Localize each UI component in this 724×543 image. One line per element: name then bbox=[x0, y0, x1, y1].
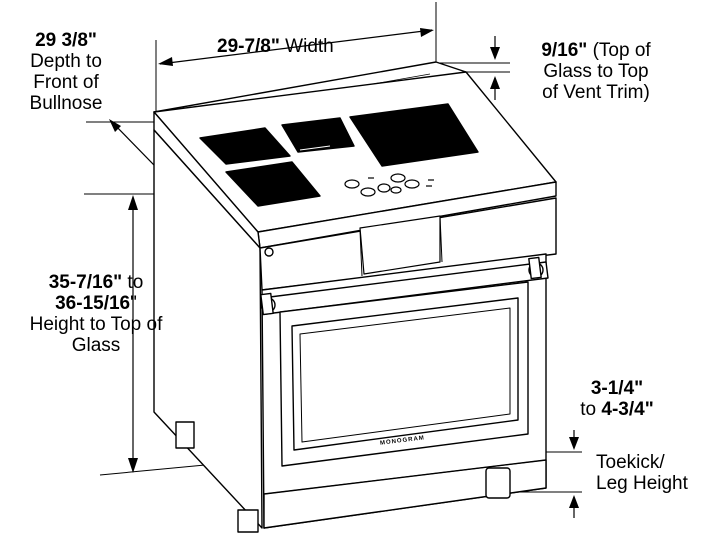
cooking-zone-left-front bbox=[225, 161, 321, 207]
vent-line1: (Top of bbox=[587, 40, 651, 61]
cooking-zone-left-rear bbox=[199, 127, 291, 165]
oven-window bbox=[291, 297, 519, 451]
height-quote: " bbox=[130, 293, 137, 314]
cooktop-controls bbox=[344, 173, 434, 197]
depth-value: 29 3/8" bbox=[35, 30, 97, 51]
cooking-zone-right bbox=[349, 103, 479, 167]
control-display bbox=[359, 215, 441, 275]
depth-line1: Depth to bbox=[30, 51, 102, 72]
cooking-zone-center bbox=[281, 117, 355, 153]
vent-line2: Glass to Top bbox=[543, 61, 649, 82]
width-dimension-line bbox=[159, 29, 433, 65]
range-appliance bbox=[153, 61, 557, 533]
oven-handle bbox=[260, 256, 549, 316]
vent-line3: of Vent Trim) bbox=[542, 82, 650, 103]
height-to: to bbox=[122, 272, 144, 293]
width-value: 29-7/8" bbox=[217, 36, 280, 57]
indicator-knob bbox=[264, 247, 274, 257]
panel-dividers bbox=[359, 215, 443, 277]
depth-line3: Bullnose bbox=[29, 93, 103, 114]
vent-annotation: 9/16" (Top of Glass to Top of Vent Trim) bbox=[514, 40, 678, 103]
toekick-line1: Toekick/ bbox=[596, 452, 665, 473]
toekick-to: to bbox=[580, 399, 602, 420]
height-value-min: 35-7/16" bbox=[48, 272, 123, 293]
vent-value: 9/16" bbox=[541, 40, 588, 61]
legs bbox=[175, 421, 511, 533]
toekick-value-min: 3-1/4" bbox=[590, 378, 644, 399]
toekick-annotation: Toekick/ Leg Height bbox=[596, 452, 688, 494]
height-annotation: 35-7/16" to 36-15/16" Height to Top of G… bbox=[6, 272, 186, 356]
width-label: Width bbox=[279, 36, 334, 57]
width-annotation: 29-7/8" Width bbox=[217, 36, 334, 57]
toekick-value-max: 4-3/4" bbox=[601, 399, 654, 420]
depth-annotation: 29 3/8" Depth to Front of Bullnose bbox=[14, 30, 118, 114]
toekick-values: 3-1/4" to 4-3/4" bbox=[570, 378, 664, 420]
height-line2: Height to Top of bbox=[29, 314, 163, 335]
height-value-max: 36-15/16 bbox=[55, 293, 131, 314]
height-line3: Glass bbox=[71, 335, 121, 356]
oven-window-inner bbox=[299, 307, 511, 443]
toekick-line2: Leg Height bbox=[596, 473, 688, 494]
depth-line2: Front of bbox=[33, 72, 99, 93]
